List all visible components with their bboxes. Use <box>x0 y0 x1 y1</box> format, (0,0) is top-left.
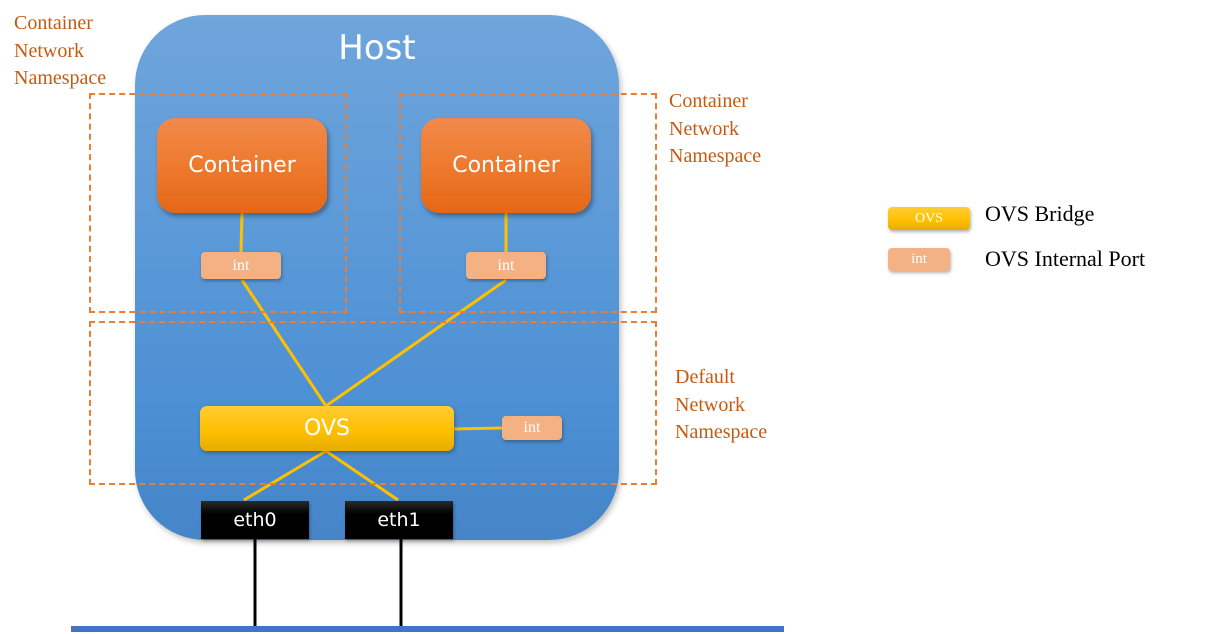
nic-eth0-label: eth0 <box>233 509 277 531</box>
internal-port-host[interactable]: int <box>502 416 562 440</box>
legend-ovs-text: OVS Bridge <box>985 201 1095 226</box>
link-ovs-to-int <box>453 426 503 431</box>
ovs-bridge-label: OVS <box>304 416 350 441</box>
legend-int-text: OVS Internal Port <box>985 246 1146 271</box>
internal-port-left[interactable]: int <box>201 252 281 279</box>
nic-eth1-label: eth1 <box>377 509 421 531</box>
internal-port-left-label: int <box>232 256 250 274</box>
container-left[interactable]: Container <box>157 118 327 213</box>
physical-network-bar <box>71 626 784 632</box>
default-namespace-label: Default Network Namespace <box>675 366 768 443</box>
legend-int-swatch: int <box>888 248 950 271</box>
nic-eth1[interactable]: eth1 <box>345 501 453 539</box>
link-container-left-to-int <box>239 211 244 253</box>
internal-port-right[interactable]: int <box>466 252 546 279</box>
container-left-label: Container <box>188 153 296 178</box>
legend-ovs-swatch-label: OVS <box>914 210 943 226</box>
internal-port-host-label: int <box>523 419 541 436</box>
link-ovs-to-eth1 <box>325 449 399 502</box>
internal-port-right-label: int <box>497 256 515 274</box>
container-namespace-left <box>89 93 347 313</box>
host-title: Host <box>338 28 416 68</box>
default-namespace <box>89 321 657 485</box>
ovs-bridge[interactable]: OVS <box>200 406 454 451</box>
link-int-left-to-ovs <box>240 279 328 407</box>
link-ovs-to-eth0 <box>243 449 327 502</box>
container-namespace-right <box>399 93 657 313</box>
nic-eth0[interactable]: eth0 <box>201 501 309 539</box>
link-int-right-to-ovs <box>325 278 507 408</box>
container-right-label: Container <box>452 153 560 178</box>
container-right[interactable]: Container <box>421 118 591 213</box>
container-namespace-right-label: Container Network Namespace <box>669 90 762 167</box>
legend-ovs-swatch: OVS <box>888 207 970 230</box>
container-namespace-left-label: Container Network Namespace <box>14 12 107 89</box>
legend-int-swatch-label: int <box>911 251 927 267</box>
